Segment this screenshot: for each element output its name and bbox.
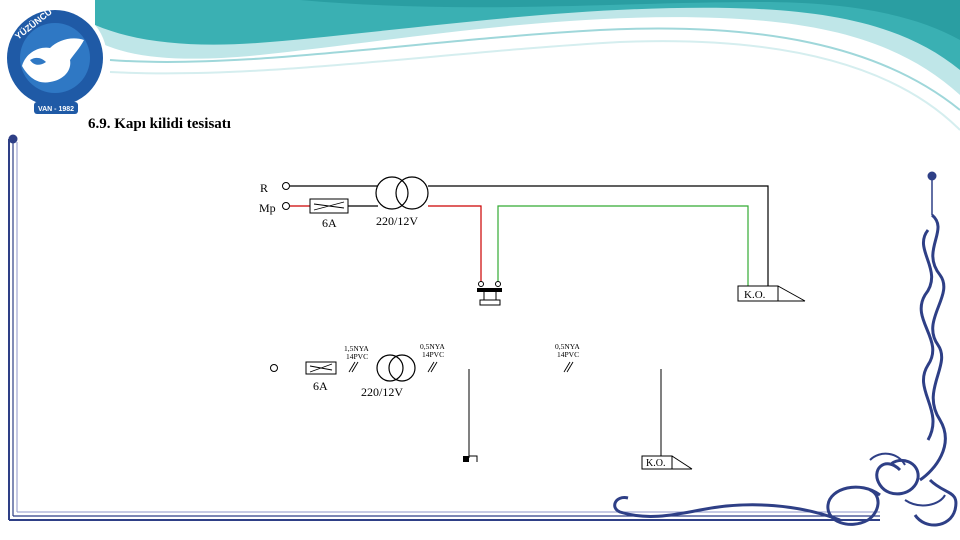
terminal-mp [282, 202, 290, 210]
left-border-frame [8, 134, 18, 520]
header-wave-decoration [95, 0, 960, 131]
slide-title: 6.9. Kapı kilidi tesisatı [88, 116, 231, 132]
transformer-bottom-rating: 220/12V [361, 385, 403, 399]
cable1-spec: 14PVC [346, 352, 368, 361]
fuse-bottom [305, 361, 337, 375]
terminal-bottom [270, 364, 278, 372]
transformer-bottom [376, 354, 416, 382]
cable2-type: 0,5NYA [420, 342, 445, 351]
terminal-r-label: R [260, 181, 268, 195]
fuse-bottom-rating: 6A [313, 379, 328, 393]
transformer-top-rating: 220/12V [376, 214, 418, 228]
door-opener-button-top: K.O. [737, 285, 806, 302]
top-circuit-diagram: R Mp 6A 220/12V [259, 176, 806, 306]
logo-bottom-text: VAN - 1982 [38, 106, 74, 113]
door-opener-button-bottom: K.O. [641, 455, 693, 470]
door-lock-symbol [477, 281, 502, 306]
bottom-border-frame [9, 511, 880, 521]
door-lock-bottom [463, 455, 478, 462]
cable3-tick [563, 361, 574, 373]
terminal-mp-label: Mp [259, 201, 276, 215]
fuse-top [309, 198, 349, 214]
cable2-spec: 14PVC [422, 350, 444, 359]
transformer-top [375, 176, 429, 210]
door-opener-top-label: K.O. [744, 289, 766, 301]
cable2-tick [427, 361, 438, 373]
fuse-top-rating: 6A [322, 216, 337, 230]
wire-red-secondary [428, 205, 482, 282]
terminal-r [282, 182, 290, 190]
door-opener-bottom-label: K.O. [646, 458, 665, 469]
bottom-installation-diagram: 6A 1,5NYA 14PVC 220/12V 0,5NYA 14PVC 0,5… [270, 342, 693, 470]
right-border-ornament [613, 171, 958, 527]
wire-black-ko [428, 185, 769, 286]
cable3-spec: 14PVC [557, 350, 579, 359]
wire-green [497, 205, 749, 286]
cable3-type: 0,5NYA [555, 342, 580, 351]
cable1-type: 1,5NYA [344, 344, 369, 353]
cable1-tick [348, 361, 359, 373]
